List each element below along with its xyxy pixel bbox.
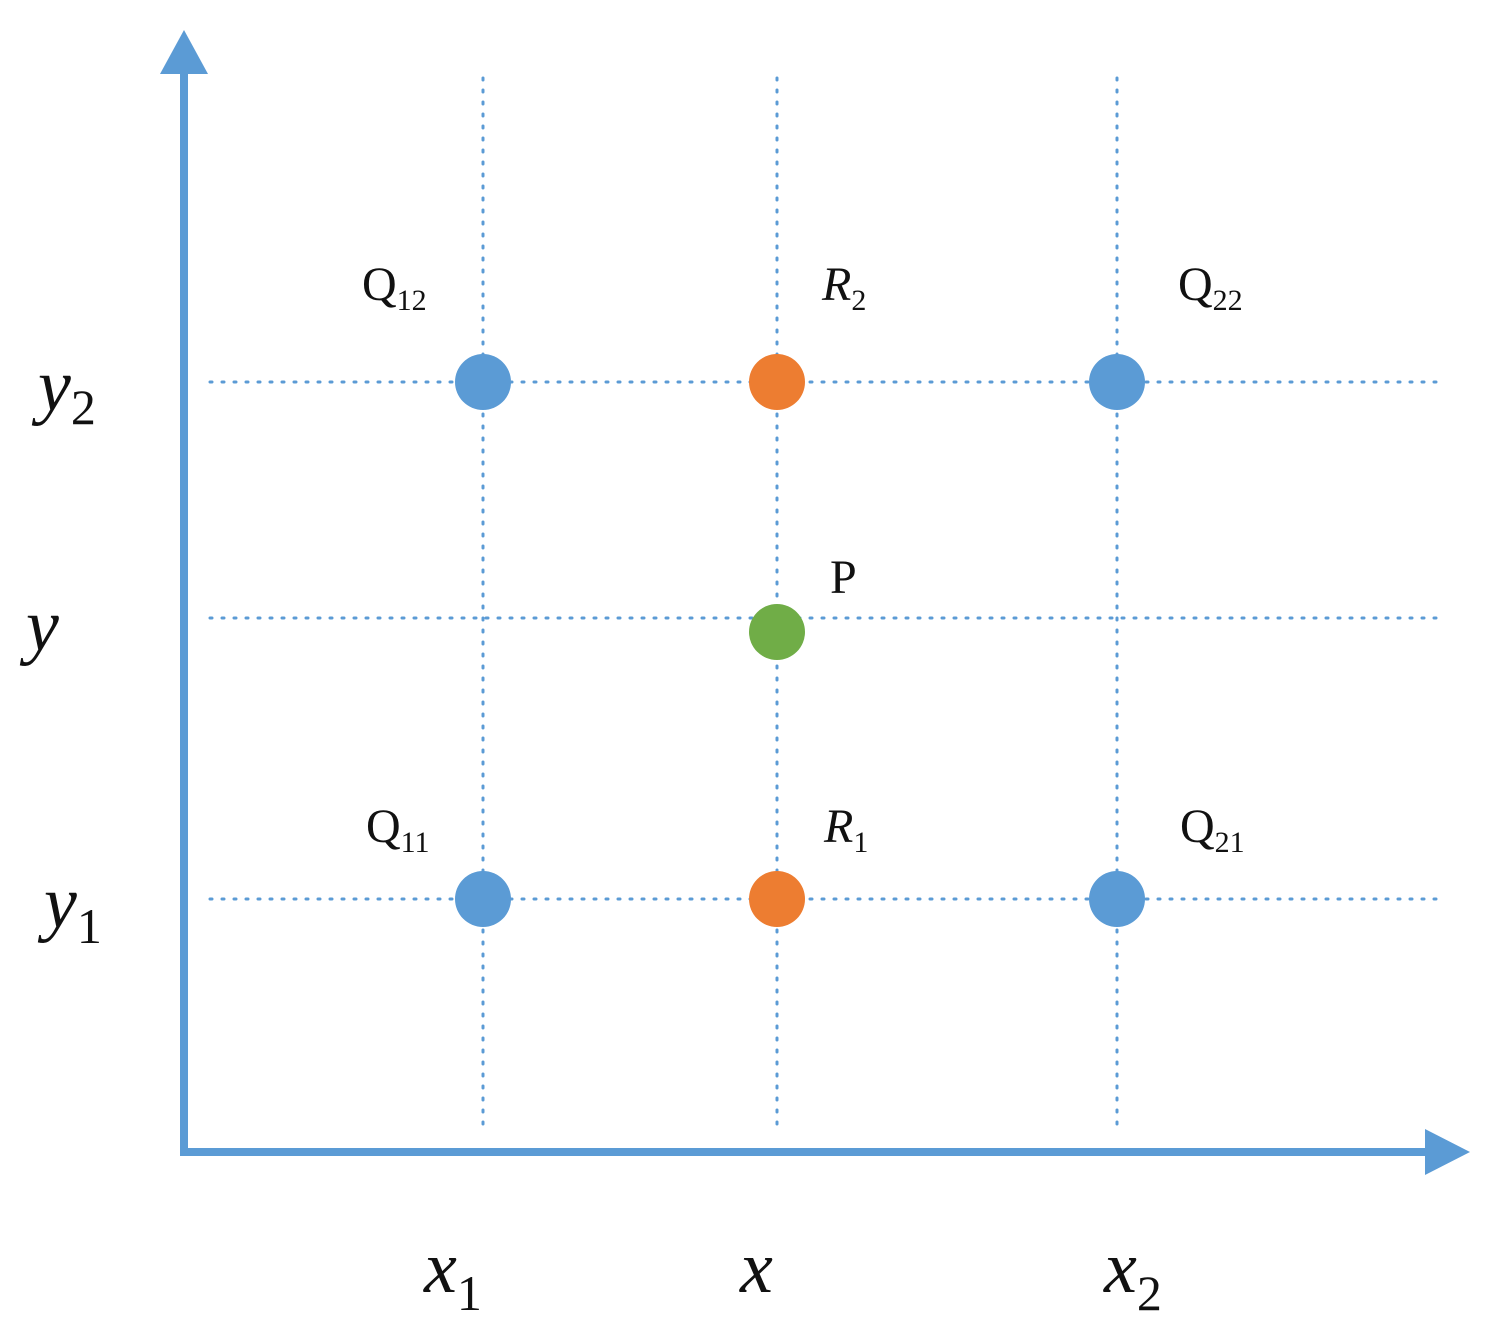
point-label-q22: Q22: [1178, 258, 1243, 317]
point-r1: [749, 871, 805, 927]
x-tick-label-x1: x1: [423, 1227, 482, 1321]
point-q22: [1089, 354, 1145, 410]
point-q12: [455, 354, 511, 410]
points: [455, 354, 1145, 927]
point-label-r2: R2: [821, 258, 866, 317]
y-tick-label-y: y: [19, 585, 59, 667]
y-axis-arrowhead: [160, 30, 208, 74]
point-p: [749, 604, 805, 660]
point-q21: [1089, 871, 1145, 927]
x-tick-label-x: x: [739, 1227, 773, 1309]
y-tick-label-y2: y2: [31, 345, 96, 435]
point-labels: Q12 R2 Q22 P Q11 R1 Q21: [362, 258, 1245, 859]
point-label-r1: R1: [823, 800, 868, 859]
point-label-q11: Q11: [366, 800, 430, 859]
point-label-q12: Q12: [362, 258, 427, 317]
y-tick-labels: y2 y y1: [19, 345, 102, 954]
point-label-q21: Q21: [1180, 800, 1245, 859]
x-tick-labels: x1 x x2: [423, 1227, 1162, 1321]
point-r2: [749, 354, 805, 410]
point-q11: [455, 871, 511, 927]
vertical-grid-lines: [481, 76, 1119, 1130]
horizontal-grid-lines: [208, 380, 1442, 901]
point-label-p: P: [830, 551, 857, 604]
x-axis-arrowhead: [1425, 1129, 1470, 1175]
axes: [160, 30, 1470, 1175]
x-tick-label-x2: x2: [1103, 1227, 1162, 1321]
y-tick-label-y1: y1: [37, 862, 102, 954]
